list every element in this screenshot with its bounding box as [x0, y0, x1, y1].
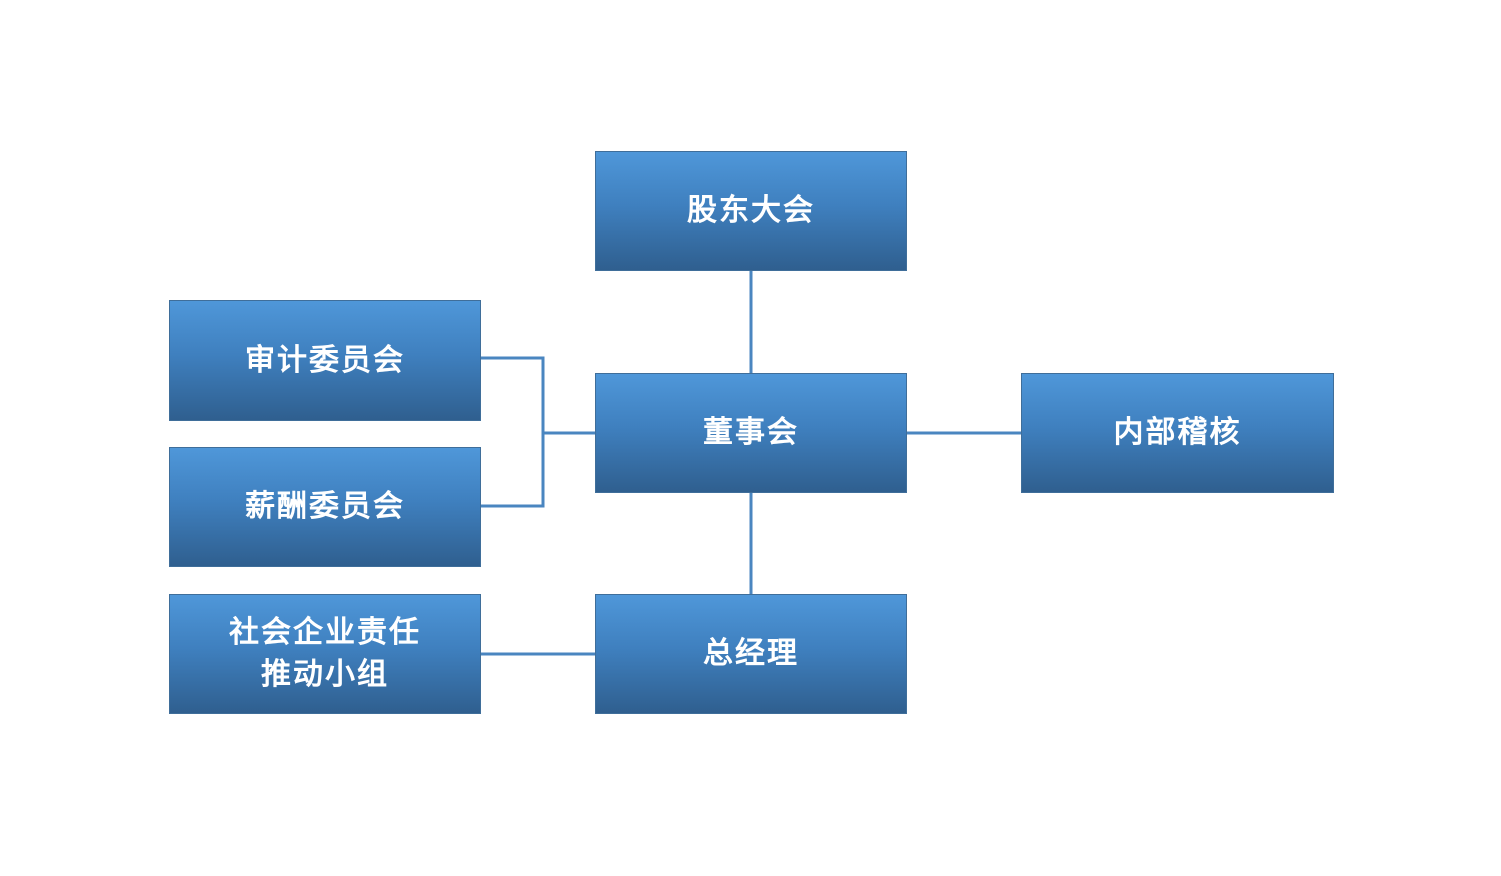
node-shareholders-meeting: 股东大会 — [595, 151, 907, 271]
node-board-of-directors: 董事会 — [595, 373, 907, 493]
node-label-line1: 社会企业责任 — [229, 615, 421, 650]
node-csr-task-group: 社会企业责任 推动小组 — [169, 594, 481, 714]
node-label: 股东大会 — [687, 193, 815, 228]
node-label: 薪酬委员会 — [245, 489, 405, 524]
node-internal-audit: 内部稽核 — [1021, 373, 1334, 493]
node-label: 内部稽核 — [1113, 415, 1242, 450]
node-label: 审计委员会 — [245, 342, 405, 378]
node-label: 董事会 — [703, 415, 799, 450]
connector-committees-bracket — [481, 356, 545, 508]
node-label: 总经理 — [703, 636, 799, 671]
node-compensation-committee: 薪酬委员会 — [169, 447, 481, 567]
node-general-manager: 总经理 — [595, 594, 907, 714]
node-audit-committee: 审计委员会 — [169, 300, 481, 421]
node-label-line2: 推动小组 — [261, 657, 389, 692]
